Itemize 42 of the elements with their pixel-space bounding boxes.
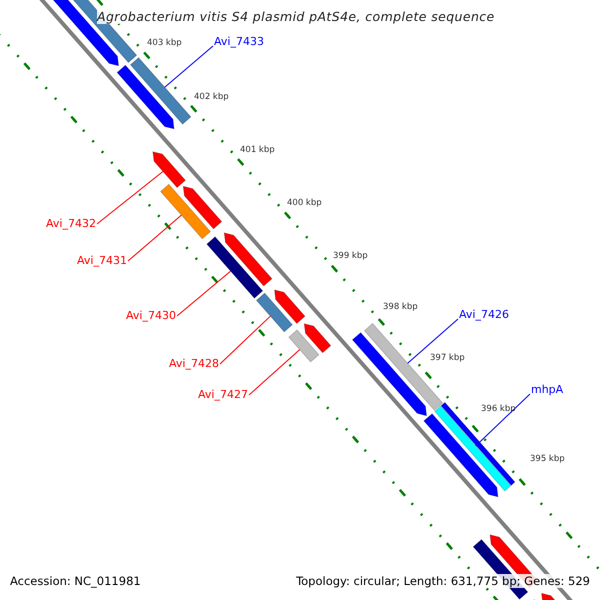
scale-label: 396 kbp	[481, 403, 516, 416]
gene-feature	[304, 323, 332, 354]
gene-label: mhpA	[531, 383, 564, 397]
gene-feature	[116, 64, 174, 130]
leader-line	[220, 316, 271, 364]
gene-feature	[152, 151, 186, 188]
gene-bar	[364, 322, 444, 411]
scale-label: 399 kbp	[333, 250, 368, 263]
leader-line	[248, 349, 300, 396]
accession-text: Accession: NC_011981	[10, 574, 141, 588]
gene-label: Avi_7427	[198, 388, 248, 402]
gene-label: Avi_7433	[214, 35, 264, 49]
gene-bar	[288, 329, 320, 362]
gene-feature	[224, 232, 272, 286]
gene-bar	[130, 57, 192, 125]
leader-line	[176, 270, 232, 316]
scale-label: 398 kbp	[383, 301, 418, 314]
summary-text: Topology: circular; Length: 631,775 bp; Genes: 529	[296, 574, 590, 588]
scale-label: 403 kbp	[147, 37, 182, 50]
leader-line	[96, 170, 164, 224]
gene-label: Avi_7430	[126, 309, 176, 323]
leader-line	[128, 214, 182, 262]
scale-label: 400 kbp	[287, 197, 322, 210]
gene-feature	[352, 332, 427, 416]
gene-feature	[274, 290, 306, 324]
gene-label: Avi_7431	[77, 254, 127, 268]
gene-bar	[256, 292, 293, 332]
leader-line	[407, 318, 458, 364]
gene-feature	[423, 413, 498, 498]
scale-label: 395 kbp	[530, 453, 565, 466]
scale-label: 397 kbp	[430, 352, 465, 365]
gene-label: Avi_7426	[459, 308, 509, 322]
gene-label: Avi_7428	[169, 357, 219, 371]
gene-bar	[440, 402, 516, 486]
gene-label: Avi_7432	[46, 217, 96, 231]
leader-line	[475, 394, 530, 446]
scale-label: 402 kbp	[194, 91, 229, 104]
gene-bar	[160, 184, 211, 240]
gene-bar	[206, 236, 264, 299]
scale-label: 401 kbp	[240, 144, 275, 157]
gene-feature	[182, 186, 222, 230]
title: Agrobacterium vitis S4 plasmid pAtS4e, complete sequence	[97, 10, 495, 24]
